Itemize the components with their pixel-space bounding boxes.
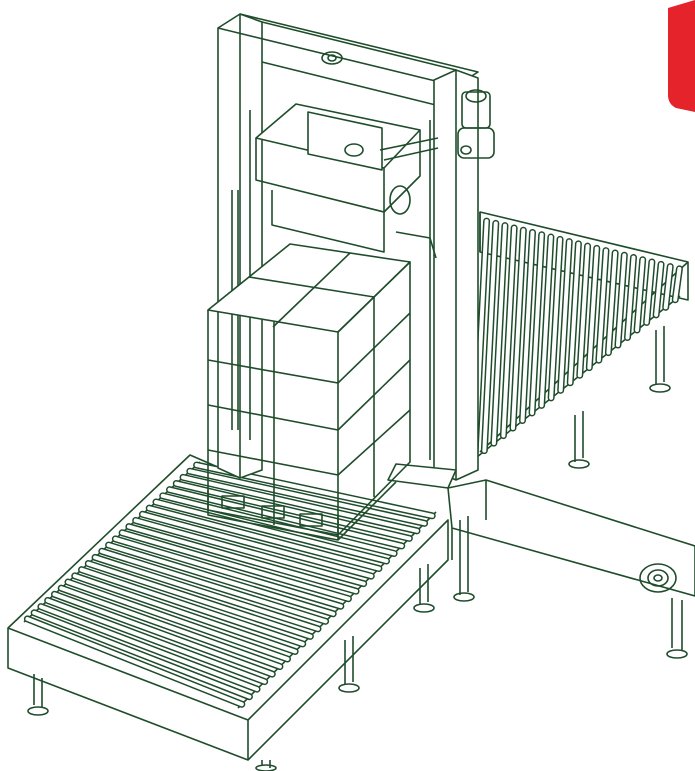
conveyor-roller-highlight	[66, 580, 290, 661]
conveyor-roller-highlight	[520, 230, 535, 423]
conveyor-roller-highlight	[174, 481, 412, 541]
conveyor-roller-highlight	[482, 221, 498, 453]
conveyor-roller-highlight	[160, 493, 397, 556]
pallet-load-icon	[207, 243, 411, 541]
conveyor-roller-highlight	[530, 232, 544, 415]
conveyor-roller-highlight	[25, 616, 244, 707]
press-head-icon	[255, 103, 439, 259]
conveyor-roller-highlight	[45, 598, 267, 684]
conveyor-roller-highlight	[140, 512, 374, 579]
conveyor-roller-highlight	[93, 555, 320, 631]
conveyor-roller-highlight	[577, 244, 590, 378]
conveyor-roller-highlight	[587, 246, 599, 370]
conveyor-roller-highlight	[606, 250, 618, 355]
conveyor-roller-highlight	[596, 248, 608, 363]
conveyor-roller-highlight	[106, 543, 336, 616]
conveyor-roller-highlight	[615, 253, 627, 348]
strap-track-arm-icon	[447, 479, 695, 659]
corner-tab-icon	[668, 0, 695, 112]
infeed-roller-conveyor-icon	[7, 454, 449, 771]
conveyor-roller-highlight	[79, 567, 305, 646]
conveyor-roller-highlight	[72, 573, 298, 654]
conveyor-roller-highlight	[644, 260, 654, 325]
conveyor-roller-highlight	[510, 228, 526, 431]
conveyor-roller-highlight	[654, 262, 664, 317]
conveyor-roller-highlight	[99, 549, 328, 624]
conveyor-roller-highlight	[154, 500, 389, 563]
conveyor-roller-highlight	[126, 524, 359, 594]
conveyor-roller-highlight	[59, 586, 282, 669]
conveyor-roller-highlight	[491, 223, 507, 446]
conveyor-roller-highlight	[568, 241, 581, 385]
conveyor-roller-highlight	[501, 225, 517, 438]
conveyor-roller-highlight	[539, 235, 553, 408]
conveyor-roller-highlight	[549, 237, 563, 400]
machine-frame-icon	[217, 13, 479, 489]
conveyor-roller-highlight	[635, 257, 645, 332]
conveyor-roller-highlight	[663, 264, 673, 310]
drive-motor-icon	[639, 563, 677, 593]
drive-motor-icon	[457, 89, 495, 159]
conveyor-roller-highlight	[32, 610, 252, 699]
conveyor-roller-highlight	[113, 536, 343, 609]
conveyor-roller-highlight	[133, 518, 366, 586]
conveyor-roller-highlight	[52, 592, 275, 677]
conveyor-roller-highlight	[120, 530, 351, 601]
conveyor-roller-highlight	[38, 604, 260, 692]
conveyor-roller-highlight	[558, 239, 572, 393]
conveyor-roller-highlight	[147, 506, 381, 571]
conveyor-roller-highlight	[187, 469, 427, 526]
outfeed-roller-conveyor-icon	[447, 211, 689, 602]
conveyor-roller-highlight	[86, 561, 313, 639]
conveyor-roller-highlight	[181, 475, 419, 533]
conveyor-roller-highlight	[625, 255, 636, 340]
conveyor-roller-highlight	[673, 266, 682, 302]
